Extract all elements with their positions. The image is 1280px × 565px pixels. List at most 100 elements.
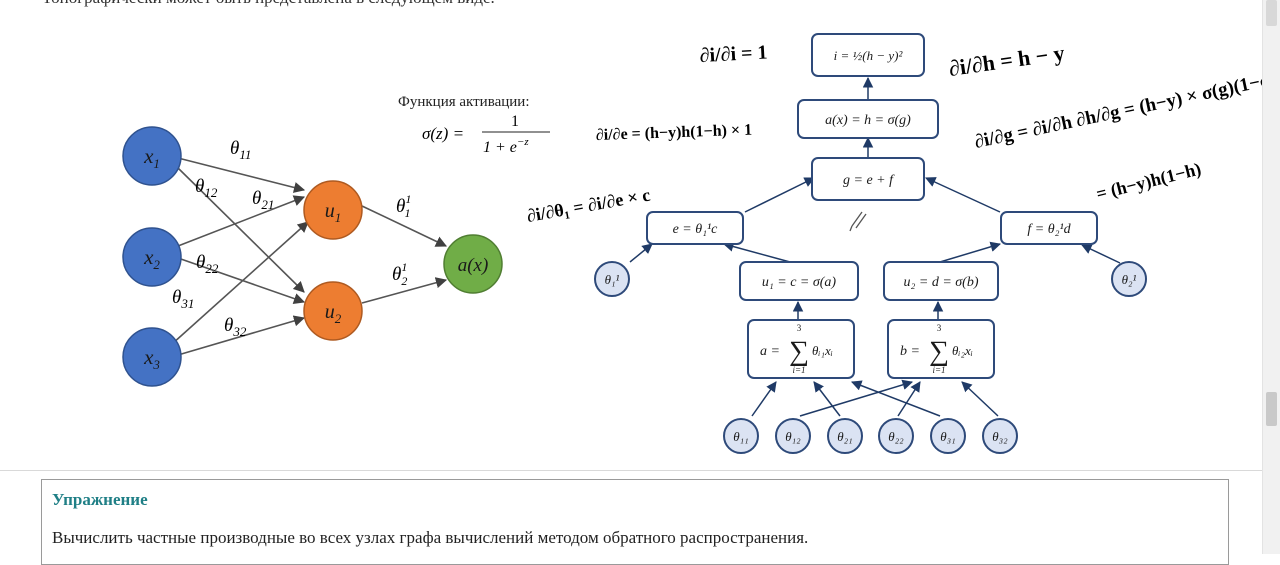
activation-box (797, 99, 939, 139)
edge-x2-u2 (177, 257, 306, 304)
e-box (646, 211, 744, 245)
param-label-theta1-2: θ₂¹ (1122, 272, 1137, 287)
param-circle-theta32 (982, 418, 1018, 454)
exercise-title: Упражнение (52, 490, 148, 509)
b-box (887, 319, 995, 379)
param-label-theta32: θ₃₂ (992, 429, 1008, 444)
param-circle-theta22 (878, 418, 914, 454)
a-box (747, 319, 855, 379)
weight-label-31: θ31 (172, 287, 194, 311)
u2-box (883, 261, 999, 301)
arrow-f-sum (925, 177, 1001, 213)
scrollbar-top-thumb[interactable] (1266, 0, 1277, 26)
note-di-dg: ∂i/∂g = ∂i/∂h ∂h/∂g = (h−y) × σ(g)(1−σ(g… (973, 64, 1262, 153)
b-lhs: b = (900, 344, 920, 359)
u1-box (739, 261, 859, 301)
activation-formula: Функция активации: σ(z) = 1 1 + e−z (398, 94, 550, 156)
arrow-theta1-e (629, 243, 653, 263)
svg-text:a(x): a(x) (458, 255, 489, 276)
a-sum-top: 3 (797, 323, 802, 333)
activation-lhs: σ(z) = (422, 124, 464, 143)
arrow-t21-a (813, 381, 841, 417)
sum-box (811, 157, 925, 201)
note-di-di: ∂i/∂i = 1 (699, 41, 768, 67)
a-sigma: ∑ (789, 336, 809, 367)
note-di-de: ∂i/∂e = (h−y)h(1−h) × 1 (596, 122, 753, 144)
b-sum-top: 3 (937, 323, 942, 333)
param-label-theta1-1: θ₁¹ (605, 272, 620, 287)
param-circle-theta31 (930, 418, 966, 454)
section-divider (0, 470, 1262, 471)
param-circle-theta1-1 (594, 261, 630, 297)
note-di-dh: ∂i/∂h = h − y (947, 40, 1066, 81)
b-sigma: ∑ (929, 336, 949, 367)
arrow-e-sum (744, 177, 815, 213)
scrollbar-thumb[interactable] (1266, 392, 1277, 426)
f-box (1000, 211, 1098, 245)
arrow-t31-a (851, 380, 941, 417)
pencil-cursor-icon (849, 211, 867, 232)
b-rhs: θᵢ₂xᵢ (952, 343, 973, 358)
arrow-t22-b (897, 381, 921, 417)
activation-denominator: 1 + e−z (483, 136, 529, 156)
svg-text:u1: u1 (325, 200, 342, 225)
loss-formula: i = ½(h − y)² (834, 48, 904, 63)
param-circle-theta12 (775, 418, 811, 454)
param-circle-theta11 (723, 418, 759, 454)
edge-u1-out (361, 205, 448, 247)
arrow-t11-a (751, 381, 777, 417)
weight-label-12: θ12 (195, 176, 218, 200)
param-label-theta31: θ₃₁ (940, 429, 955, 444)
loss-box (811, 33, 925, 77)
computation-graph: i = ½(h − y)² a(x) = h = σ(g) g = e + f … (594, 33, 1147, 454)
u2-formula: u₂ = d = σ(b) (904, 275, 979, 290)
exercise-text: Вычислить частные производные во всех уз… (52, 528, 809, 547)
b-sum-bottom: i=1 (932, 365, 945, 375)
edge-u2-out (361, 277, 448, 304)
u1-formula: u₁ = c = σ(a) (762, 275, 837, 290)
param-circle-theta1-2 (1111, 261, 1147, 297)
param-circle-theta21 (827, 418, 863, 454)
cut-off-text: Топографически может быть представлена в… (42, 0, 495, 8)
arrow-u2-f (939, 241, 1002, 263)
svg-text:x3: x3 (143, 345, 160, 372)
activation-formula-box: a(x) = h = σ(g) (825, 113, 911, 128)
weight-label-32: θ32 (224, 315, 247, 339)
figure: x1 x2 x3 u1 u2 a(x) (122, 33, 1262, 454)
a-sum-bottom: i=1 (792, 365, 805, 375)
e-formula: e = θ₁¹c (673, 222, 719, 237)
input-node-x1: x1 (122, 126, 182, 186)
edge-x2-u1 (177, 195, 306, 247)
sum-formula: g = e + f (843, 173, 895, 188)
edge-x3-u1 (171, 221, 309, 345)
a-rhs: θᵢ₁xᵢ (812, 343, 833, 358)
param-label-theta11: θ₁₁ (733, 429, 748, 444)
exercise-block: Упражнение Вычислить частные производные… (41, 479, 1229, 565)
weight-label-21: θ21 (252, 188, 274, 212)
param-label-theta12: θ₁₂ (785, 429, 801, 444)
f-formula: f = θ₂¹d (1027, 222, 1071, 237)
input-node-x2: x2 (122, 227, 182, 287)
svg-text:u2: u2 (325, 301, 342, 326)
hidden-node-u2: u2 (303, 281, 363, 341)
weight-label-22: θ22 (196, 252, 219, 276)
param-label-theta22: θ₂₂ (888, 429, 904, 444)
param-label-theta21: θ₂₁ (837, 429, 852, 444)
input-node-x3: x3 (122, 327, 182, 387)
vertical-scrollbar[interactable] (1262, 0, 1280, 554)
edge-x3-u2 (177, 315, 306, 356)
svg-text:x1: x1 (143, 144, 160, 171)
activation-title: Функция активации: (398, 94, 530, 110)
hidden-node-u1: u1 (303, 180, 363, 240)
weight-label-11: θ11 (230, 138, 251, 162)
note-di-dg-result: = (h−y)h(1−h) (1094, 159, 1203, 205)
svg-text:x2: x2 (143, 245, 160, 272)
activation-numerator: 1 (511, 113, 519, 130)
edge-x1-u1 (177, 157, 306, 193)
arrow-u1-e (722, 241, 791, 263)
arrow-theta2-f (1081, 244, 1121, 264)
a-lhs: a = (760, 344, 780, 359)
